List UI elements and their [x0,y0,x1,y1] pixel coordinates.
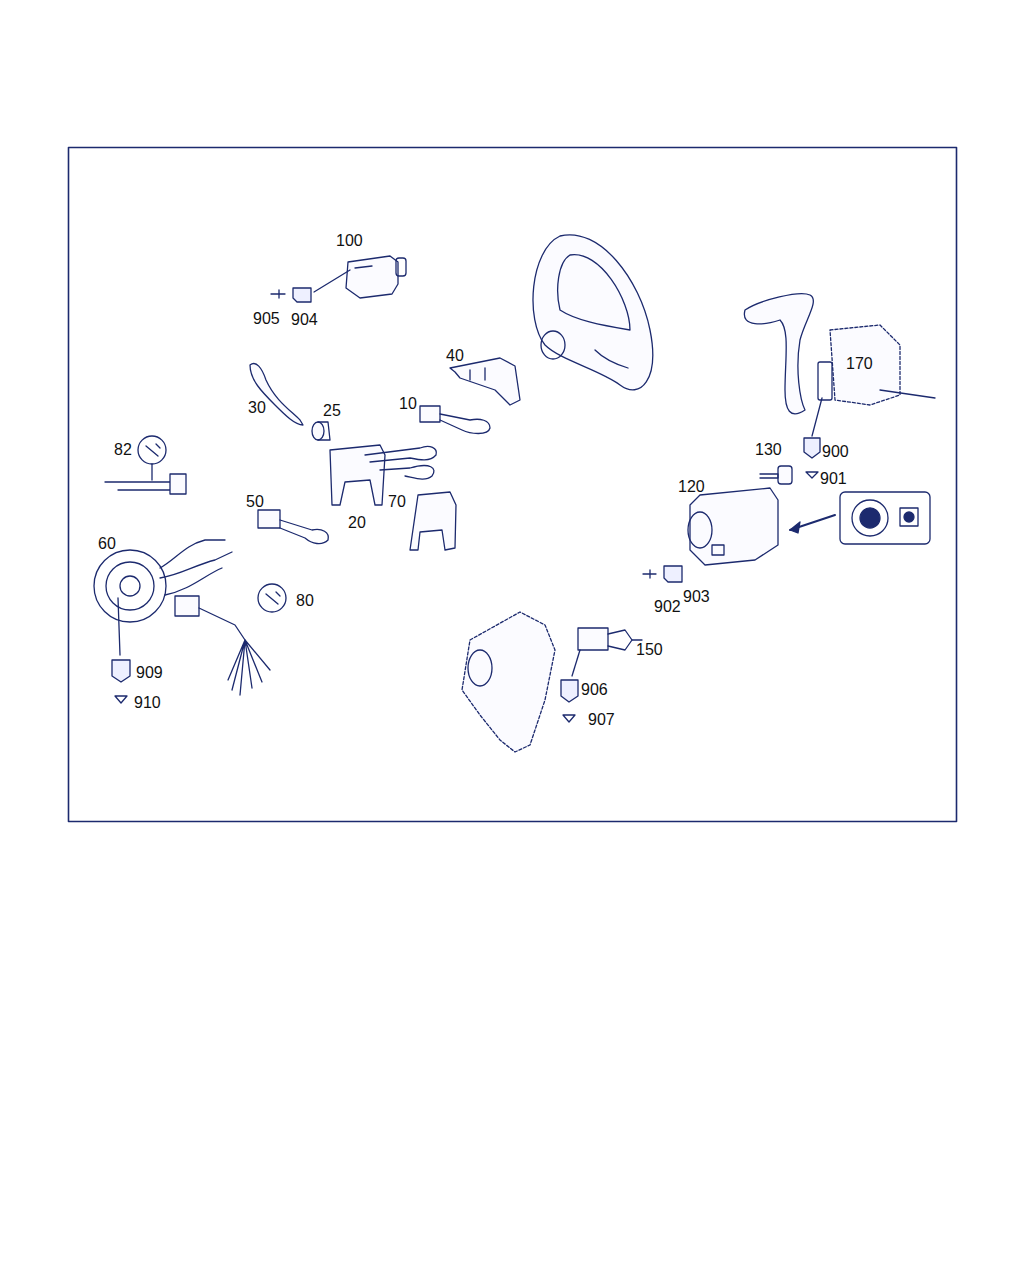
callout-number: 50 [246,493,264,511]
callout-number: 903 [683,588,710,606]
callout-number: 904 [291,311,318,329]
callout-number: 82 [114,441,132,459]
callout-number: 905 [253,310,280,328]
callout-number: 902 [654,598,681,616]
callout-number: 40 [446,347,464,365]
callout-number: 80 [296,592,314,610]
callout-number: 910 [134,694,161,712]
callout-number: 30 [248,399,266,417]
callout-number: 60 [98,535,116,553]
callout-number: 70 [388,493,406,511]
callout-number: 900 [822,443,849,461]
callout-number: 25 [323,402,341,420]
callout-number: 901 [820,470,847,488]
callout-number: 906 [581,681,608,699]
callout-number: 150 [636,641,663,659]
callout-number: 20 [348,514,366,532]
callout-number: 909 [136,664,163,682]
callout-number: 130 [755,441,782,459]
callout-number: 10 [399,395,417,413]
callout-number: 907 [588,711,615,729]
callout-number: 100 [336,232,363,250]
callout-number: 170 [846,355,873,373]
callout-number: 120 [678,478,705,496]
